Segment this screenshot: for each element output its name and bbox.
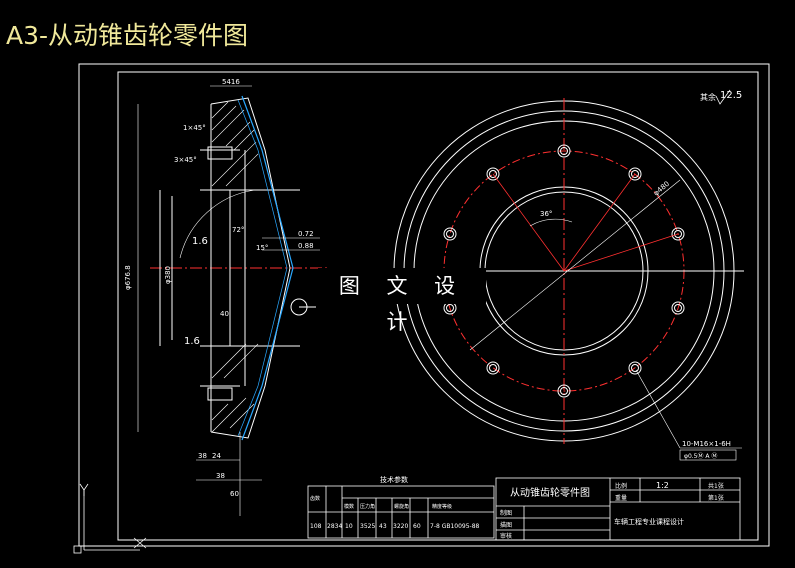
- front-angle: 36°: [540, 210, 552, 218]
- param-value-5: 43: [379, 523, 387, 530]
- dim-outer-dia: φ676.8: [124, 265, 132, 290]
- hole-note-tol: φ0.5Ⓜ A Ⓜ: [684, 452, 717, 460]
- param-header-1: 齿数: [310, 495, 320, 502]
- dim-inner-h: 40: [220, 310, 229, 318]
- param-header-4: 螺旋角: [394, 503, 409, 510]
- param-header-2: 模数: [344, 503, 354, 510]
- dim-top-width: 5416: [222, 78, 240, 86]
- dim-chamfer-1: 1×45°: [183, 124, 206, 132]
- section-view: 5416 1×45° 3×45° φ676.8 φ380 72° 15° 0.7…: [124, 78, 330, 516]
- weight-label: 重量: [615, 494, 627, 502]
- designer-label: 制图: [500, 509, 512, 517]
- page-title: A3-从动锥齿轮零件图: [6, 21, 249, 50]
- sheet-border: [78, 63, 770, 547]
- dim-angle-2: 15°: [256, 244, 268, 252]
- param-value-4: 3525: [360, 523, 375, 530]
- front-view: 36° φ480 其余 12.5 10-M16×1-6H φ0.5Ⓜ A Ⓜ: [386, 89, 744, 461]
- scale-value: 1:2: [656, 481, 669, 490]
- param-value-6: 3220: [393, 523, 408, 530]
- dim-chamfer-2: 3×45°: [174, 156, 197, 164]
- dim-tol-2: 0.88: [298, 242, 314, 250]
- bolt-holes: [443, 144, 685, 398]
- watermark: 图 文 设 计: [318, 268, 486, 334]
- roughness-note: 其余: [700, 92, 716, 102]
- roughness-1: 1.6: [192, 236, 208, 247]
- reviewer-label: 审核: [500, 532, 512, 540]
- scale-label: 比例: [615, 482, 627, 490]
- param-value-7: 60: [413, 523, 421, 530]
- param-header-3: 压力角: [360, 503, 375, 510]
- dim-tol-1: 0.72: [298, 230, 314, 238]
- checker-label: 描图: [500, 521, 512, 529]
- roughness-2: 1.6: [184, 336, 200, 347]
- dim-bottom-3: 38: [216, 472, 225, 480]
- roughness-value: 12.5: [720, 90, 742, 101]
- dim-bottom-4: 60: [230, 490, 239, 498]
- dim-angle-1: 72°: [232, 226, 244, 234]
- param-value-1: 108: [310, 523, 322, 530]
- hole-note: 10-M16×1-6H: [682, 440, 731, 448]
- dim-bottom-1: 38: [198, 452, 207, 460]
- param-value-3: 10: [345, 523, 353, 530]
- dim-bore: φ380: [164, 266, 172, 284]
- param-table: 技术参数 齿数 模数 压力角 螺旋角 精度等级 108 2834 10 3525…: [307, 475, 495, 539]
- title-block: 从动锥齿轮零件图 比例 1:2 共1张 重量 第1张 制图 描图 审核 车辆工程…: [495, 477, 741, 541]
- param-value-8: 7-8 GB10095-88: [430, 523, 480, 530]
- param-value-2: 2834: [327, 523, 342, 530]
- sheets-total: 共1张: [708, 482, 724, 490]
- dim-bottom-2: 24: [212, 452, 221, 460]
- sheet-no: 第1张: [708, 494, 724, 502]
- ucs-icon: [73, 483, 147, 554]
- param-header-5: 精度等级: [432, 503, 452, 510]
- org-name: 车辆工程专业课程设计: [614, 517, 684, 526]
- title-block-name: 从动锥齿轮零件图: [510, 486, 590, 499]
- param-table-title: 技术参数: [380, 475, 408, 484]
